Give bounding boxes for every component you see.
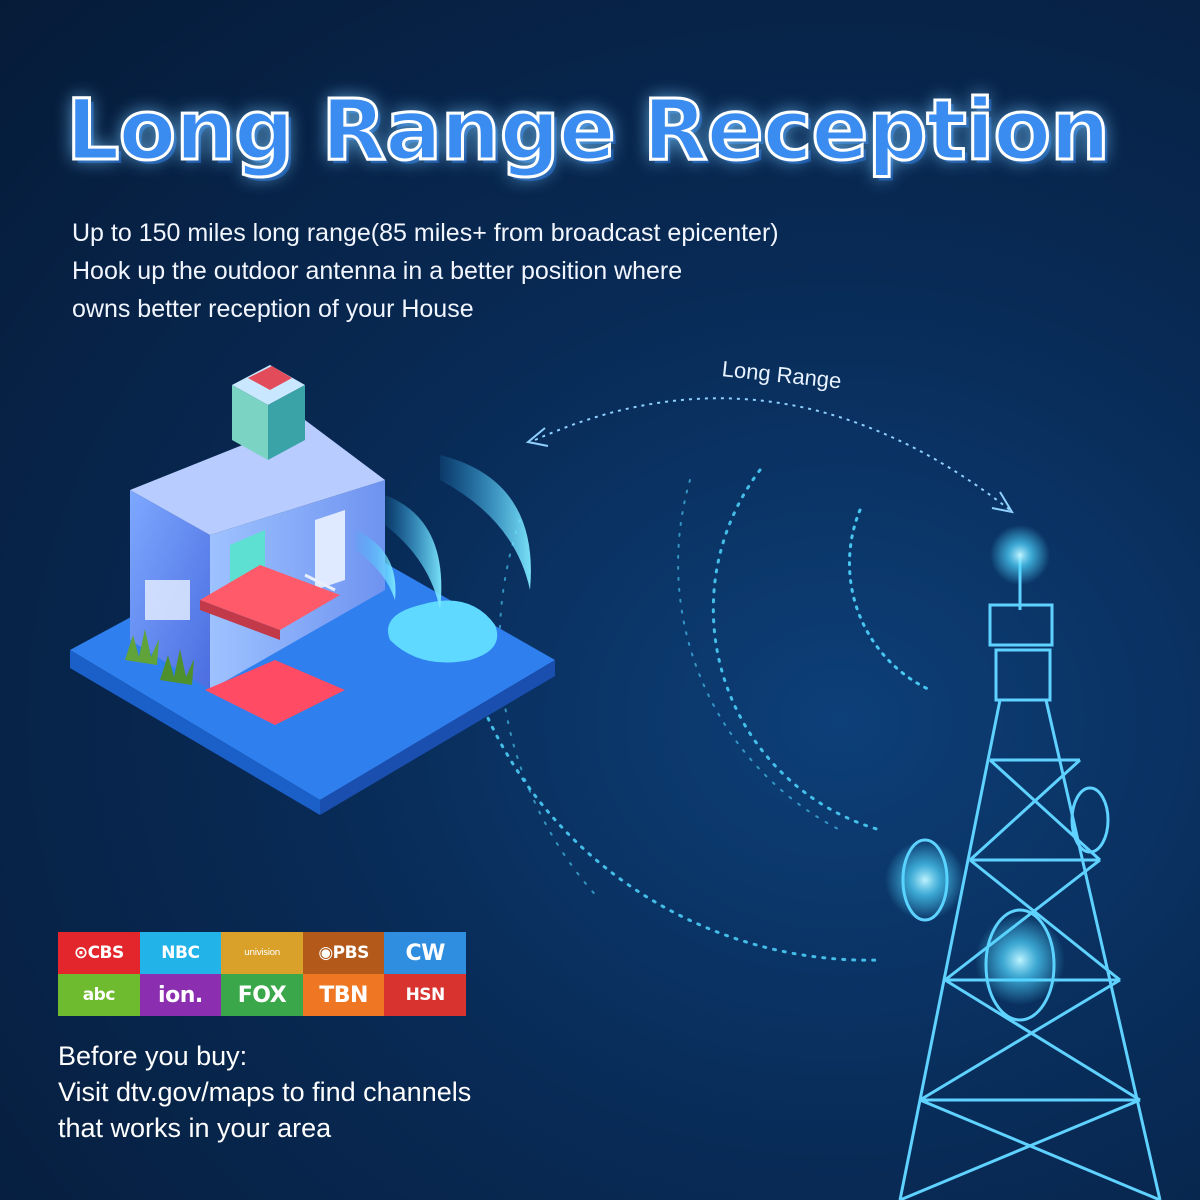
footer-line: Before you buy: (58, 1041, 248, 1071)
tower-glow (885, 840, 965, 920)
tbn-logo: TBN (302, 974, 385, 1016)
long-range-arrow (525, 397, 1015, 514)
signal-arcs (478, 468, 932, 962)
cbs-logo: ⊙CBS (58, 932, 140, 974)
footer-line: that works in your area (58, 1113, 332, 1143)
tower-glow (990, 525, 1050, 585)
tower-glow (975, 915, 1065, 1005)
hsn-logo: HSN (384, 974, 466, 1016)
footer-note: Before you buy: Visit dtv.gov/maps to fi… (58, 1038, 618, 1146)
house-illustration (70, 365, 555, 815)
headline: Long Range Reception (65, 80, 1112, 181)
description: Up to 150 miles long range(85 miles+ fro… (72, 214, 972, 328)
cw-logo: CW (384, 932, 466, 974)
footer-line: Visit dtv.gov/maps to find channels (58, 1077, 472, 1107)
description-line: owns better reception of your House (72, 295, 474, 323)
univision-logo: univision (221, 932, 303, 974)
fox-logo: FOX (221, 974, 303, 1016)
abc-logo: abc (58, 974, 140, 1016)
description-line: Hook up the outdoor antenna in a better … (72, 257, 683, 285)
ion-logo: ion. (139, 974, 222, 1016)
antenna-waves (355, 455, 531, 610)
channel-logo-grid: ⊙CBS NBC univision ◉PBS CW abc ion. FOX … (58, 932, 466, 1016)
pbs-logo: ◉PBS (302, 932, 385, 974)
description-line: Up to 150 miles long range(85 miles+ fro… (72, 219, 779, 247)
nbc-logo: NBC (139, 932, 222, 974)
